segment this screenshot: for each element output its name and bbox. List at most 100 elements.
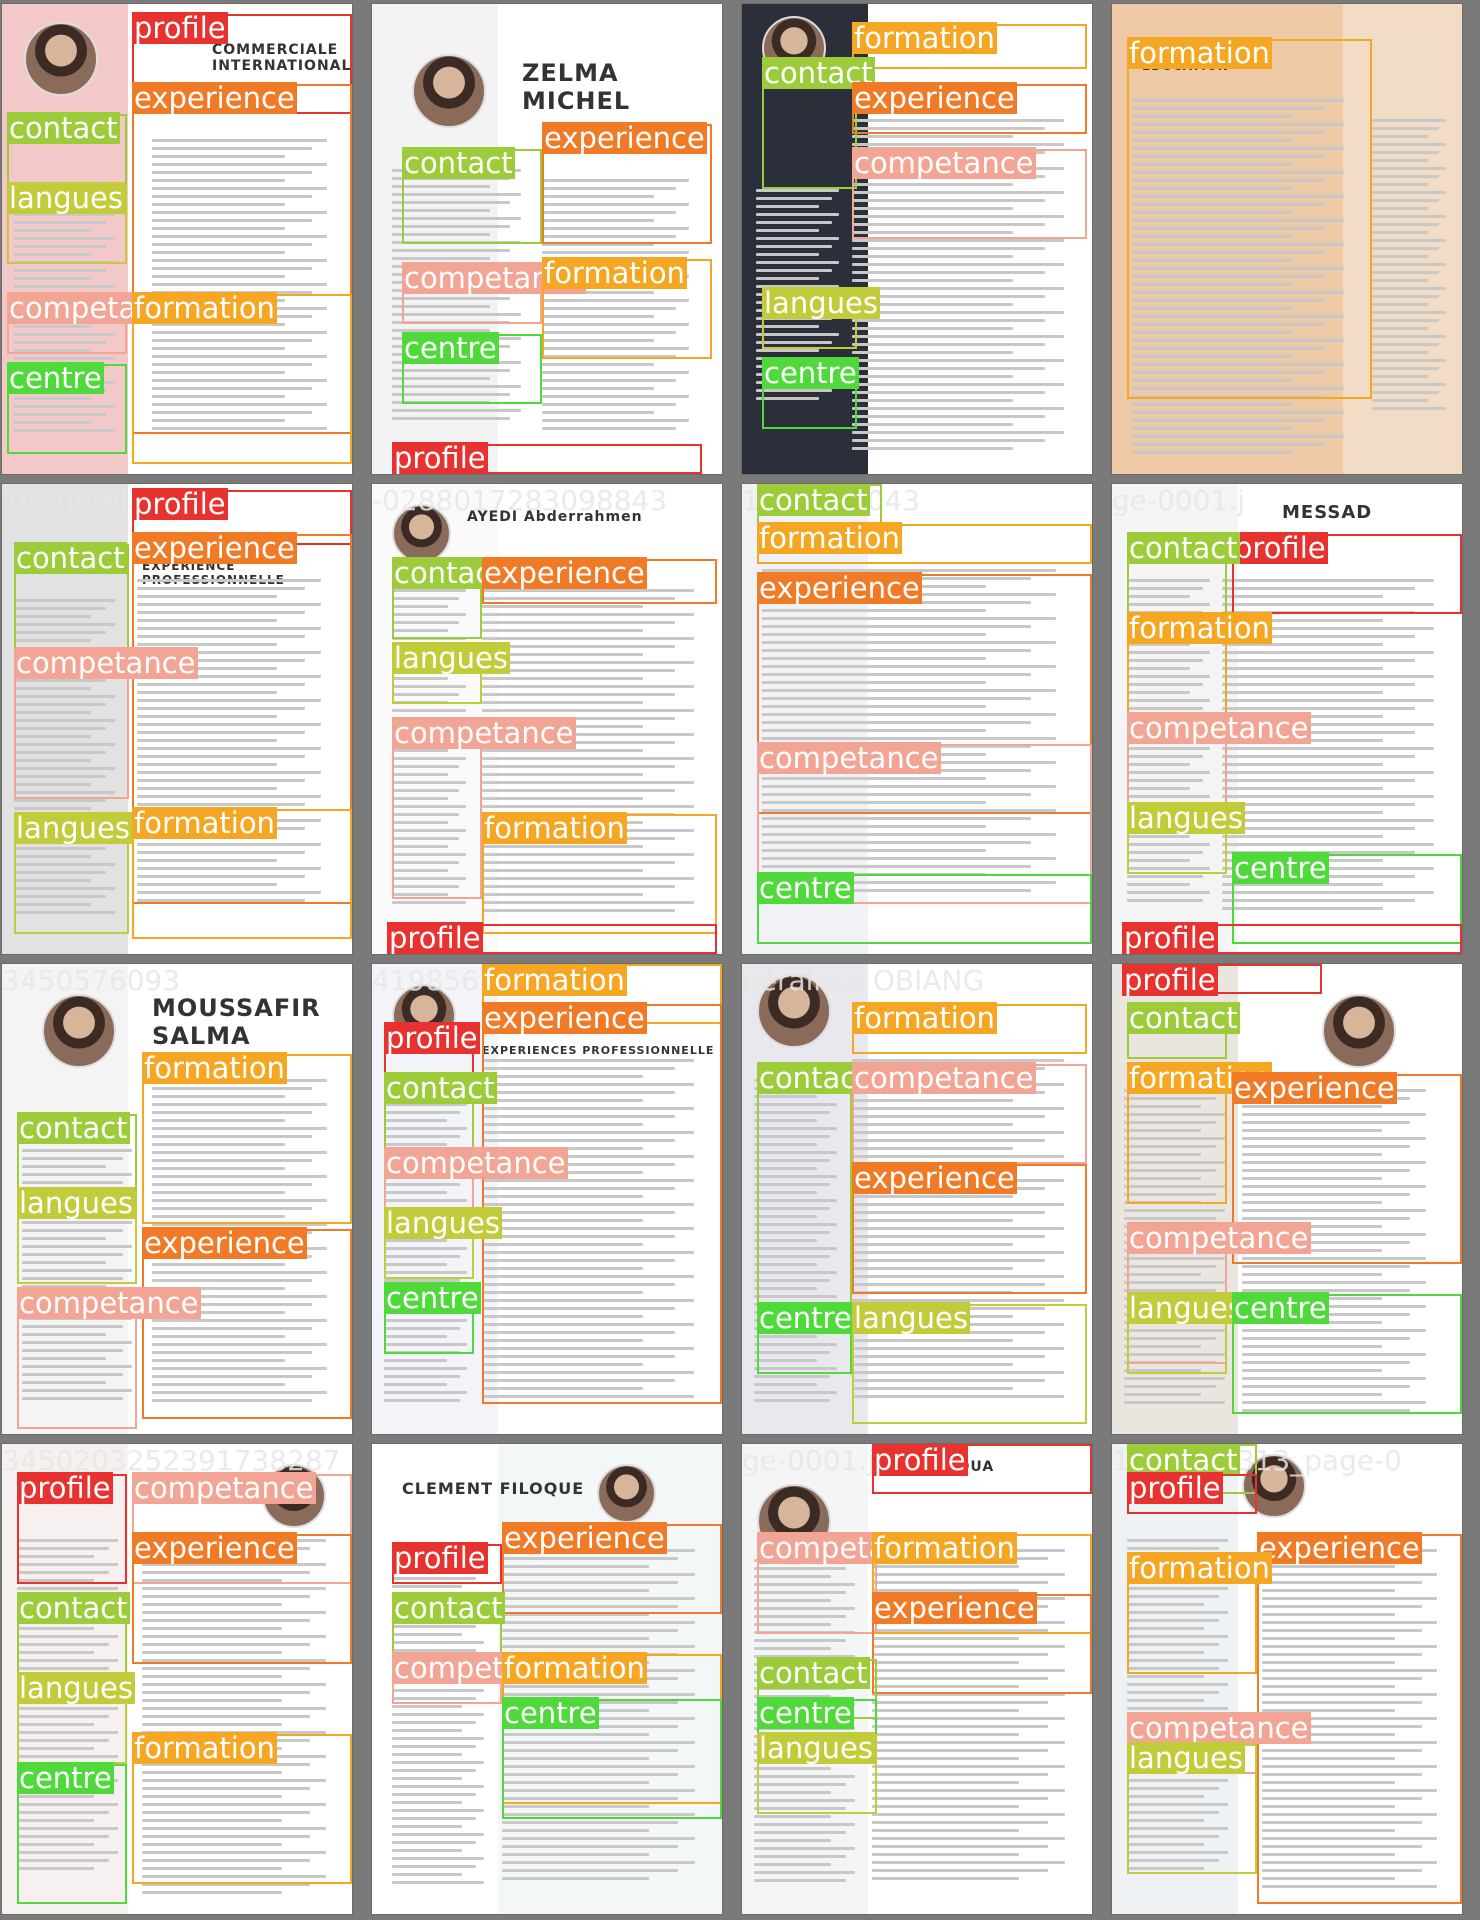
- file-name: -0288017283098843: [372, 484, 668, 517]
- text-line: [1372, 207, 1428, 210]
- text-line: [152, 1199, 327, 1202]
- text-line: [852, 1139, 1046, 1142]
- file-name: 3450203252391738287: [2, 1444, 341, 1477]
- text-line: [137, 723, 321, 726]
- text-line: [142, 1795, 282, 1798]
- text-line: [762, 801, 986, 804]
- text-line: [482, 861, 676, 864]
- text-line: [1262, 1805, 1395, 1808]
- text-line: [1242, 1193, 1410, 1196]
- text-line: [1132, 355, 1293, 358]
- annotation-label-centre: centre: [1232, 1291, 1329, 1325]
- text-line: [1262, 1813, 1437, 1816]
- text-line: [1222, 891, 1434, 894]
- text-line: [142, 1635, 326, 1638]
- text-line: [17, 1715, 110, 1718]
- text-line: [14, 607, 107, 610]
- text-line: [1222, 779, 1416, 782]
- text-line: [1222, 827, 1416, 830]
- text-line: [14, 727, 107, 730]
- text-line: [502, 1741, 696, 1744]
- annotation-label-centre: centre: [502, 1696, 599, 1730]
- text-line: [152, 1215, 285, 1218]
- annotation-label-formation: formation: [132, 806, 277, 840]
- text-line: [502, 1773, 679, 1776]
- text-line: [482, 877, 694, 880]
- text-line: [137, 715, 277, 718]
- text-line: [1127, 1843, 1204, 1846]
- text-line: [872, 1701, 1049, 1704]
- annotation-label-langues: langues: [392, 641, 510, 675]
- annotation-label-contact: contact: [1127, 1001, 1240, 1035]
- text-line: [754, 1831, 847, 1834]
- text-line: [542, 339, 654, 342]
- text-line: [1222, 651, 1434, 654]
- text-line: [542, 427, 677, 430]
- text-line: [1124, 1185, 1226, 1188]
- text-line: [1262, 1725, 1422, 1728]
- text-line: [1127, 899, 1203, 902]
- text-line: [152, 195, 312, 198]
- text-line: [152, 283, 327, 286]
- text-line: [152, 227, 285, 230]
- text-line: [872, 1589, 1019, 1592]
- text-line: [392, 749, 448, 752]
- text-line: [852, 335, 1064, 338]
- text-line: [1262, 1669, 1437, 1672]
- text-line: [1124, 1129, 1201, 1132]
- text-line: [1262, 1677, 1422, 1680]
- text-line: [14, 847, 107, 850]
- file-name: 3450576093: [2, 964, 181, 997]
- text-line: [502, 1685, 649, 1688]
- text-line: [754, 1847, 856, 1850]
- text-line: [392, 597, 460, 600]
- text-line: [872, 1573, 1066, 1576]
- text-line: [754, 1655, 856, 1658]
- text-line: [762, 641, 1057, 644]
- text-line: [1262, 1757, 1395, 1760]
- text-line: [762, 625, 1031, 628]
- text-line: [22, 1261, 106, 1264]
- text-line: [762, 689, 1057, 692]
- text-line: [137, 707, 305, 710]
- annotation-label-centre: centre: [384, 1281, 481, 1315]
- text-line: [1372, 239, 1446, 242]
- text-line: [852, 1379, 1046, 1382]
- text-line: [14, 397, 91, 400]
- text-line: [142, 1771, 282, 1774]
- text-line: [1372, 119, 1446, 122]
- text-line: [152, 1127, 327, 1130]
- cv-tile: 1333330043contactformationexperiencecomp…: [742, 484, 1092, 954]
- text-line: [872, 1861, 1066, 1864]
- text-line: [542, 219, 654, 222]
- text-line: [754, 1855, 847, 1858]
- annotation-label-contact: contact: [392, 1591, 505, 1625]
- text-line: [142, 1683, 326, 1686]
- text-line: [137, 587, 305, 590]
- text-line: [152, 1303, 312, 1306]
- text-line: [1262, 1733, 1395, 1736]
- text-line: [17, 1579, 94, 1582]
- annotation-label-centre: centre: [757, 871, 854, 905]
- text-line: [1127, 1787, 1220, 1790]
- text-line: [852, 1251, 1064, 1254]
- text-line: [852, 1195, 1013, 1198]
- annotation-label-formation: formation: [1127, 1551, 1272, 1585]
- text-line: [872, 1709, 1019, 1712]
- text-line: [392, 829, 466, 832]
- text-line: [1127, 1547, 1220, 1550]
- text-line: [392, 1873, 462, 1876]
- text-line: [754, 1199, 837, 1202]
- text-line: [392, 409, 521, 412]
- text-line: [152, 1119, 285, 1122]
- text-line: [152, 1191, 285, 1194]
- text-line: [1124, 1113, 1226, 1116]
- text-line: [142, 1827, 326, 1830]
- text-line: [14, 421, 91, 424]
- text-line: [137, 731, 305, 734]
- text-line: [22, 1397, 123, 1400]
- text-line: [392, 1729, 462, 1732]
- text-line: [137, 699, 321, 702]
- text-line: [852, 1219, 1013, 1222]
